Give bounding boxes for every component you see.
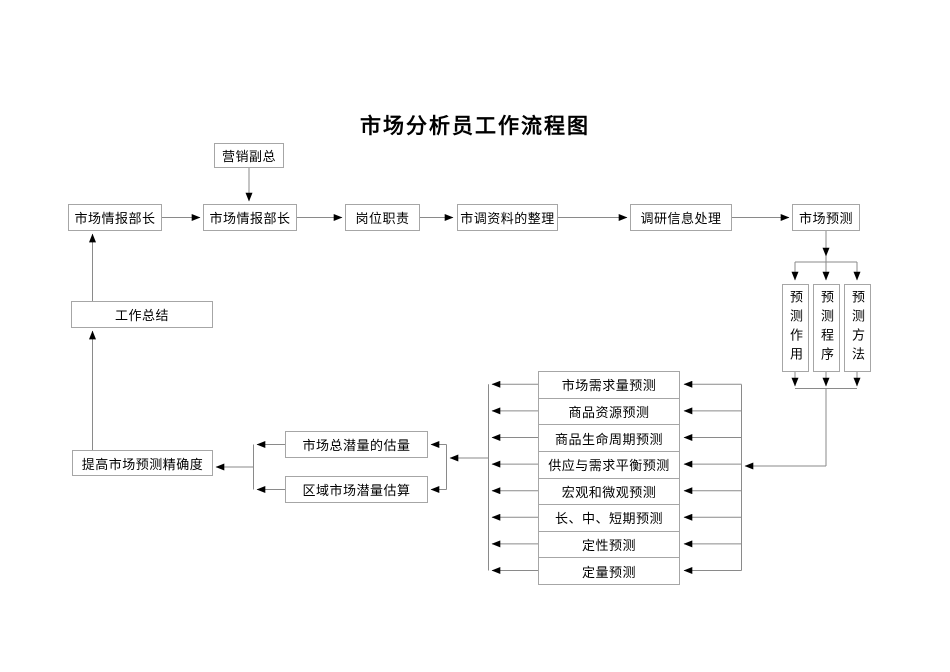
node-forecast-function-label: 预测作用: [788, 290, 803, 366]
node-forecast-procedure-label: 预测程序: [819, 290, 834, 366]
forecast-type-item: 定性预测: [539, 530, 679, 558]
node-market-intel-director-1: 市场情报部长: [68, 204, 162, 231]
page-title: 市场分析员工作流程图: [360, 114, 590, 138]
node-improve-forecast-accuracy: 提高市场预测精确度: [72, 450, 213, 476]
forecast-type-item: 定量预测: [539, 557, 679, 584]
node-forecast-function: 预测作用: [782, 284, 809, 372]
node-forecast-procedure: 预测程序: [813, 284, 840, 372]
node-survey-data-sorting: 市调资料的整理: [457, 204, 558, 231]
node-research-info-processing: 调研信息处理: [630, 204, 732, 231]
forecast-type-item: 供应与需求平衡预测: [539, 450, 679, 478]
node-market-intel-director-2: 市场情报部长: [203, 204, 297, 231]
node-forecast-method-label: 预测方法: [850, 290, 865, 366]
node-market-forecast: 市场预测: [792, 204, 860, 231]
node-marketing-vp: 营销副总: [214, 143, 284, 168]
node-forecast-method: 预测方法: [844, 284, 871, 372]
node-work-summary: 工作总结: [71, 301, 213, 328]
forecast-type-item: 宏观和微观预测: [539, 477, 679, 505]
forecast-type-item: 长、中、短期预测: [539, 504, 679, 531]
node-total-market-potential-estimate: 市场总潜量的估量: [285, 431, 428, 458]
forecast-type-item: 商品生命周期预测: [539, 424, 679, 451]
node-regional-market-potential-estimate: 区域市场潜量估算: [285, 476, 428, 503]
forecast-type-item: 商品资源预测: [539, 397, 679, 425]
node-job-duties: 岗位职责: [345, 204, 420, 231]
forecast-type-item: 市场需求量预测: [561, 378, 657, 394]
forecast-type-list: 市场需求量预测 商品资源预测 商品生命周期预测 供应与需求平衡预测 宏观和微观预…: [538, 371, 680, 585]
